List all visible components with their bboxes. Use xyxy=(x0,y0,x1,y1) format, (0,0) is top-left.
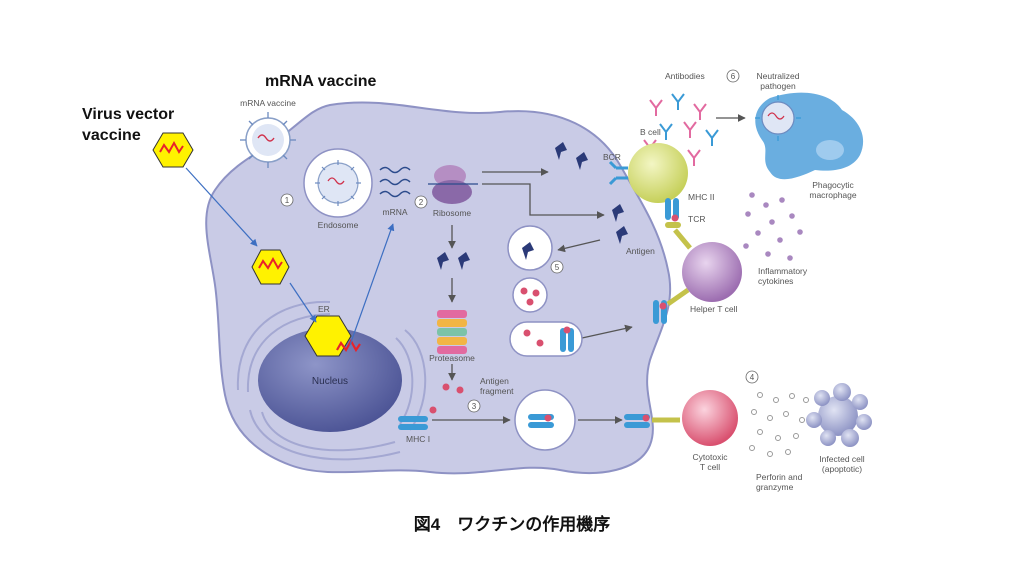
step-2-badge: 2 xyxy=(414,195,428,209)
step-3-badge: 3 xyxy=(467,399,481,413)
vesicle-mhc2-loading xyxy=(509,321,583,357)
endosome-label: Endosome xyxy=(318,220,359,230)
virus-vector-heading-2: vaccine xyxy=(82,127,141,144)
antigen-proteins xyxy=(437,142,628,270)
neutralized-label-1: Neutralized xyxy=(757,71,800,81)
ribosome xyxy=(428,165,478,204)
mrna-vaccine-particle xyxy=(240,112,296,168)
perforin-label-1: Perforin and xyxy=(756,472,803,482)
infected-apoptotic-cell xyxy=(806,383,872,447)
tcr-label: TCR xyxy=(688,214,705,224)
er-label: ER xyxy=(318,304,330,314)
b-cell-label: B cell xyxy=(640,127,661,137)
vesicle-antigen xyxy=(507,225,553,271)
inflammatory-label-1: Inflammatory xyxy=(758,266,808,276)
perforin-granzyme xyxy=(749,392,809,457)
figure-caption: 図4 ワクチンの作用機序 xyxy=(414,514,610,534)
antigen-fragment-label-2: fragment xyxy=(480,386,514,396)
step-6-badge: 6 xyxy=(726,69,740,83)
mhc1-label: MHC I xyxy=(406,434,430,444)
virus-vector-hexagon-in-cell xyxy=(251,249,290,285)
perforin-label-2: granzyme xyxy=(756,482,794,492)
step-4-badge: 4 xyxy=(745,370,759,384)
mhc2-on-b-cell xyxy=(665,198,681,228)
helper-t-cell xyxy=(673,228,742,302)
bcr-label: BCR xyxy=(603,152,621,162)
infected-label-1: Infected cell xyxy=(819,454,864,464)
svg-text:5: 5 xyxy=(555,263,560,272)
cytotoxic-t-cell xyxy=(682,390,738,446)
mhc1-molecule xyxy=(398,416,428,430)
nucleus-label: Nucleus xyxy=(312,376,348,387)
mrna-strands xyxy=(379,166,411,198)
cytotoxic-label-2: T cell xyxy=(700,462,720,472)
nucleus xyxy=(258,328,402,432)
step-5-badge: 5 xyxy=(550,260,564,274)
neutralized-pathogen xyxy=(755,95,801,141)
svg-text:3: 3 xyxy=(472,402,477,411)
phagocytic-label-2: macrophage xyxy=(809,190,857,200)
mhc2-label: MHC II xyxy=(688,192,714,202)
bcr-receptor xyxy=(608,160,628,186)
cytotoxic-label-1: Cytotoxic xyxy=(693,452,729,462)
antigen-fragments xyxy=(429,383,464,414)
svg-text:1: 1 xyxy=(285,196,290,205)
mrna-vaccine-small-label: mRNA vaccine xyxy=(240,98,296,108)
infected-label-2: (apoptotic) xyxy=(822,464,862,474)
proteasome xyxy=(437,310,467,354)
step-1-badge: 1 xyxy=(280,193,294,207)
antibodies xyxy=(643,93,719,166)
virus-vector-hexagon-outside xyxy=(152,132,194,168)
pathway-arrows xyxy=(432,114,746,424)
virus-vector-heading-1: Virus vector xyxy=(82,106,174,123)
phagocytic-label-1: Phagocytic xyxy=(812,180,854,190)
mrna-label: mRNA xyxy=(382,207,407,217)
helper-t-label: Helper T cell xyxy=(690,304,738,314)
antigen-label: Antigen xyxy=(626,246,655,256)
ribosome-label: Ribosome xyxy=(433,208,472,218)
b-cell xyxy=(628,143,688,203)
antibodies-label: Antibodies xyxy=(665,71,705,81)
proteasome-label: Proteasome xyxy=(429,353,475,363)
svg-text:4: 4 xyxy=(750,373,755,382)
virus-vector-hexagon-at-nucleus xyxy=(304,315,361,357)
vesicle-fragments xyxy=(512,277,548,313)
antigen-fragment-label-1: Antigen xyxy=(480,376,509,386)
vesicle-mhc1 xyxy=(514,389,576,451)
virus-vector-arrows xyxy=(185,167,395,346)
neutralized-label-2: pathogen xyxy=(760,81,796,91)
mhc2-on-helper-interface xyxy=(653,287,690,324)
inflammatory-label-2: cytokines xyxy=(758,276,793,286)
endosome xyxy=(303,148,373,218)
mrna-vaccine-heading: mRNA vaccine xyxy=(265,73,377,90)
mhc1-on-surface xyxy=(624,414,680,428)
svg-text:2: 2 xyxy=(419,198,424,207)
macrophage-nucleus xyxy=(816,140,844,160)
inflammatory-cytokines xyxy=(743,192,803,261)
svg-text:6: 6 xyxy=(731,72,736,81)
